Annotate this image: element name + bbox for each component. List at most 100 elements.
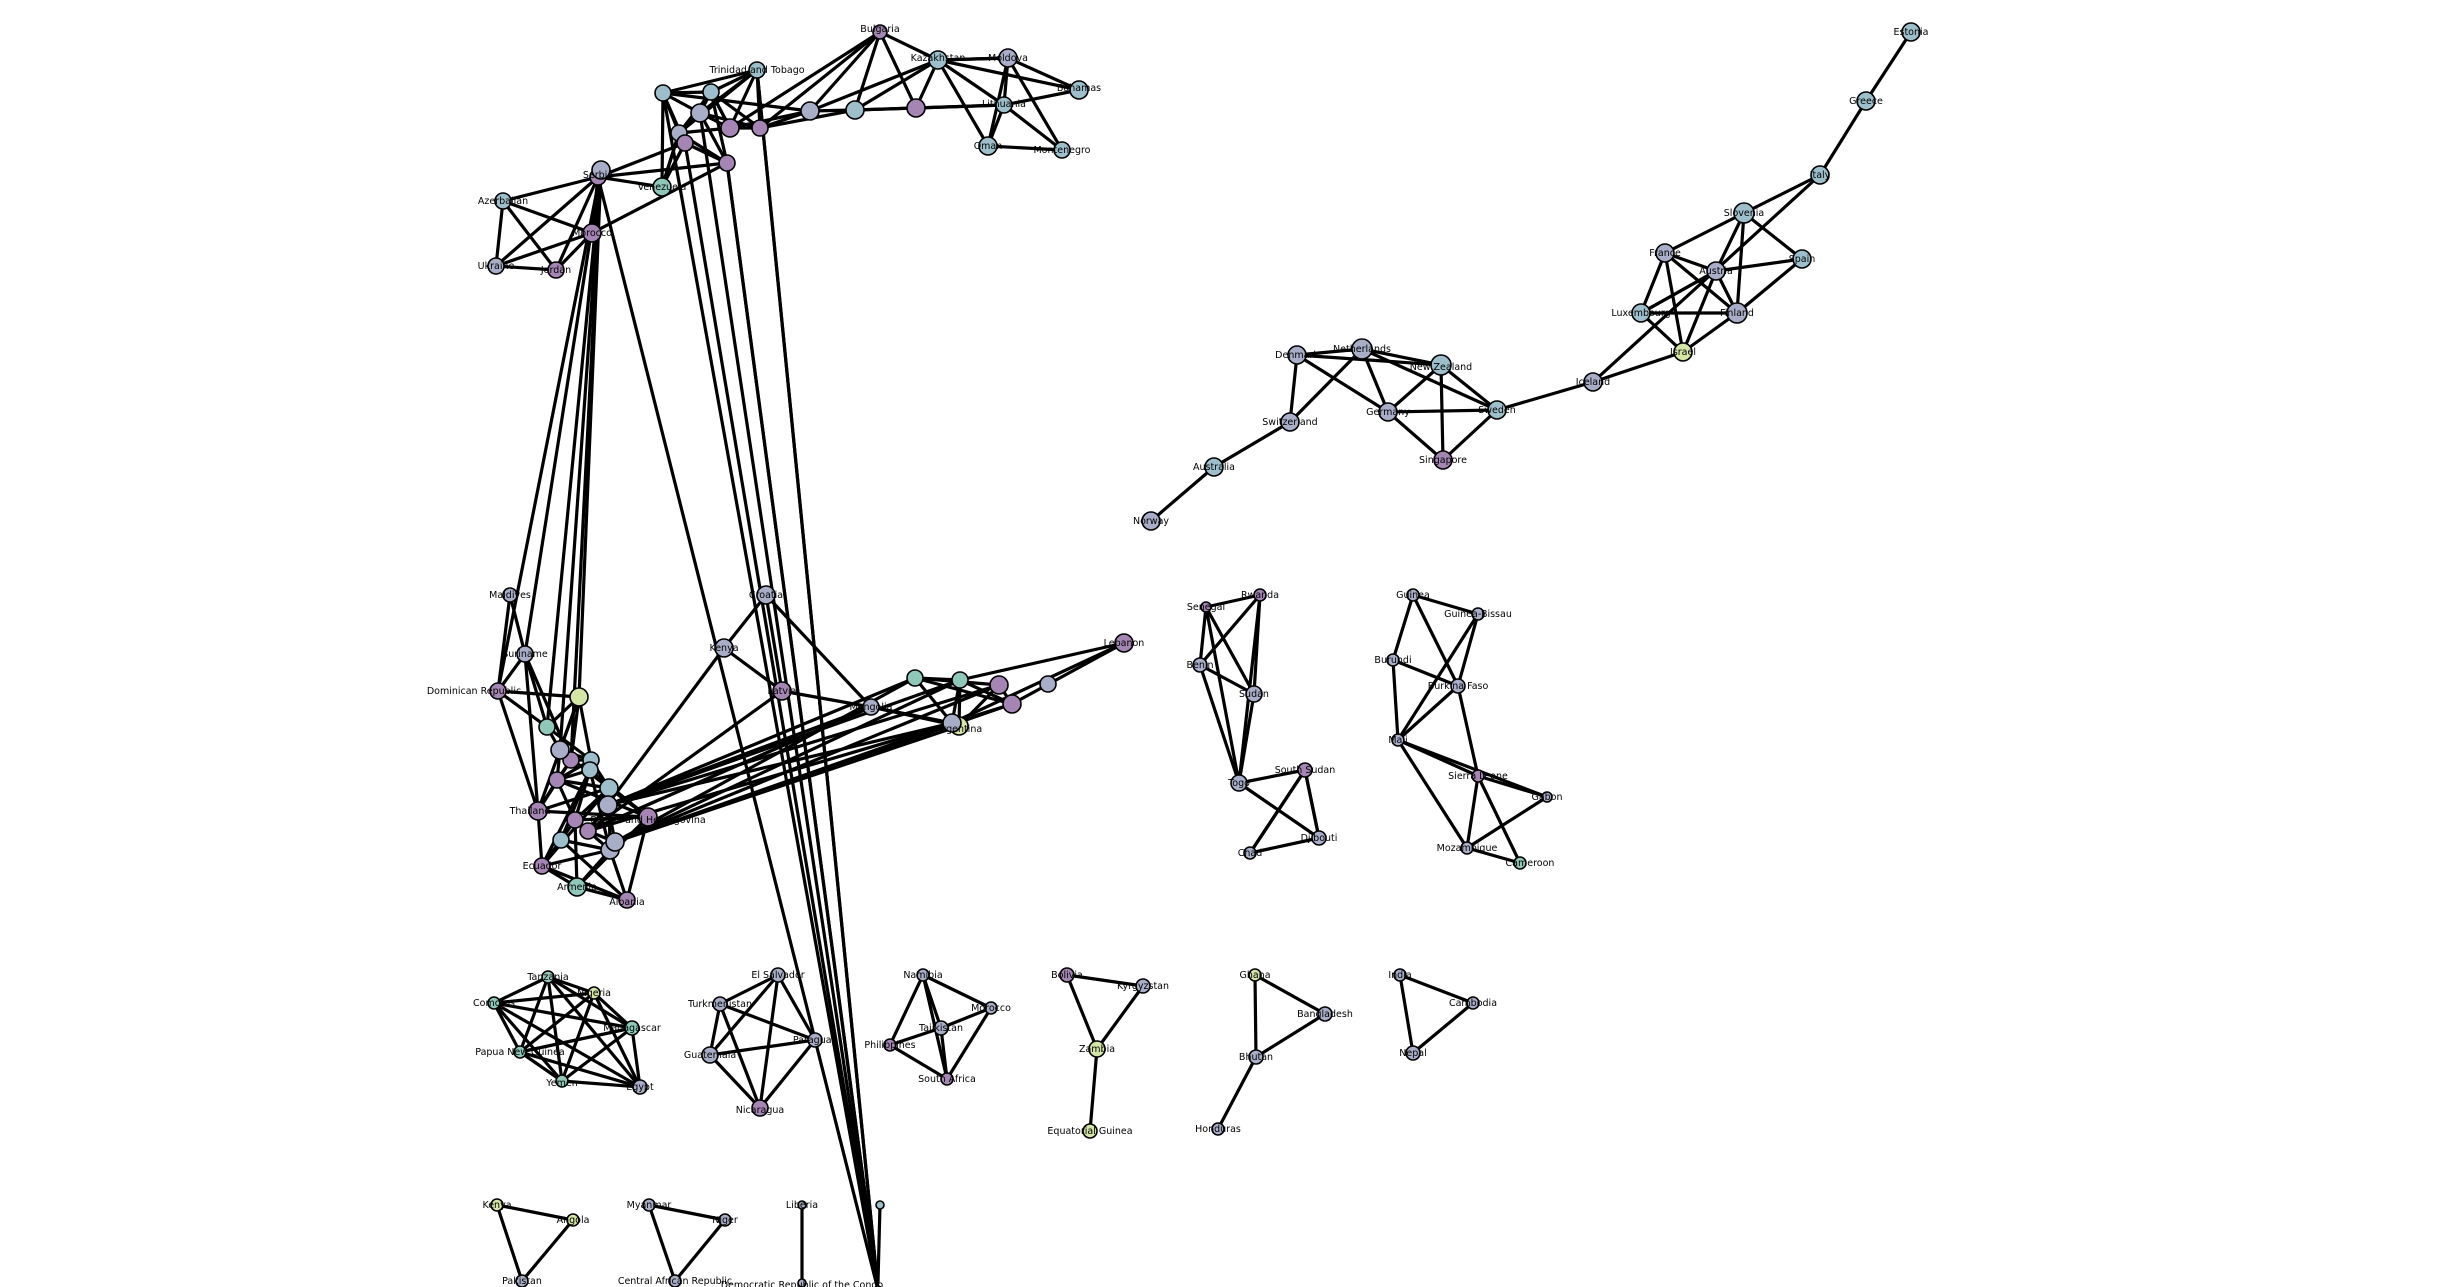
- node-austria[interactable]: [1706, 261, 1726, 281]
- node-node-103[interactable]: [654, 84, 672, 102]
- node-cambodia[interactable]: [1466, 996, 1480, 1010]
- node-netherlands[interactable]: [1351, 338, 1373, 360]
- node-node-122[interactable]: [581, 761, 599, 779]
- node-egypt[interactable]: [632, 1079, 648, 1095]
- node-latvia[interactable]: [772, 681, 792, 701]
- node-philippines[interactable]: [883, 1038, 897, 1052]
- node-tanzania[interactable]: [541, 970, 555, 984]
- node-central-african-republic[interactable]: [668, 1274, 682, 1287]
- node-node-109[interactable]: [845, 100, 865, 120]
- node-nicaragua[interactable]: [751, 1099, 769, 1117]
- node-senegal[interactable]: [1253, 588, 1267, 602]
- node-norway[interactable]: [1141, 511, 1161, 531]
- node-nigeria[interactable]: [587, 986, 601, 1000]
- node-oman[interactable]: [978, 136, 998, 156]
- node-democratic-republic-of-the-congo[interactable]: [797, 1278, 807, 1287]
- node-nepal[interactable]: [1405, 1045, 1421, 1061]
- node-madagascar[interactable]: [624, 1020, 640, 1036]
- node-node-132[interactable]: [989, 675, 1009, 695]
- node-mongolia[interactable]: [862, 698, 880, 716]
- node-dominican-republic[interactable]: [489, 682, 507, 700]
- node-node-126[interactable]: [579, 822, 597, 840]
- node-ukraine[interactable]: [487, 257, 505, 275]
- node-kenya[interactable]: [490, 1198, 504, 1212]
- node-chad[interactable]: [1243, 846, 1257, 860]
- node-lithuania[interactable]: [995, 96, 1013, 114]
- node-albania[interactable]: [618, 891, 636, 909]
- node-croatia[interactable]: [756, 585, 776, 605]
- node-trinidad-and-tobago[interactable]: [748, 61, 766, 79]
- node-bulgaria[interactable]: [872, 24, 888, 40]
- node-spain[interactable]: [1792, 249, 1812, 269]
- node-mozambique[interactable]: [1460, 841, 1474, 855]
- node-singapore[interactable]: [1433, 450, 1453, 470]
- node-niger[interactable]: [718, 1213, 732, 1227]
- node-node-114[interactable]: [591, 160, 611, 180]
- node-comoros[interactable]: [487, 996, 501, 1010]
- node-denmark[interactable]: [1287, 345, 1307, 365]
- node-suriname[interactable]: [516, 645, 534, 663]
- node-node-113[interactable]: [718, 154, 736, 172]
- node-myanmar[interactable]: [642, 1198, 656, 1212]
- node-angola[interactable]: [566, 1213, 580, 1227]
- node-south-sudan[interactable]: [1297, 762, 1313, 778]
- node-node-118[interactable]: [550, 740, 570, 760]
- node-kazakhstan[interactable]: [928, 50, 948, 70]
- node-node-123[interactable]: [566, 811, 584, 829]
- node-italy[interactable]: [1810, 165, 1830, 185]
- node-liberia[interactable]: [797, 1200, 807, 1210]
- node-node-106[interactable]: [720, 118, 740, 138]
- node-sudan[interactable]: [1245, 685, 1263, 703]
- node-zambia[interactable]: [1088, 1040, 1106, 1058]
- node-node-104[interactable]: [690, 103, 710, 123]
- node-benin[interactable]: [1192, 657, 1208, 673]
- node-node-115[interactable]: [538, 718, 556, 736]
- node-node-112[interactable]: [676, 134, 694, 152]
- node-togo[interactable]: [1230, 774, 1248, 792]
- node-honduras[interactable]: [1211, 1122, 1225, 1136]
- node-moldova[interactable]: [998, 48, 1018, 68]
- node-node-120[interactable]: [548, 771, 566, 789]
- node-node-121[interactable]: [599, 778, 619, 798]
- node-kyrgyzstan[interactable]: [1135, 978, 1151, 994]
- node-burkina-faso[interactable]: [1450, 678, 1466, 694]
- node-maldives[interactable]: [502, 587, 518, 603]
- node-australia[interactable]: [1204, 457, 1224, 477]
- node-slovenia[interactable]: [1733, 202, 1755, 224]
- node-ghana[interactable]: [1248, 968, 1262, 982]
- node-papua-new-guinea[interactable]: [513, 1045, 527, 1059]
- node-equatorial-guinea[interactable]: [1082, 1123, 1098, 1139]
- node-montenegro[interactable]: [1053, 141, 1071, 159]
- node-new-zealand[interactable]: [1430, 354, 1452, 376]
- node-node-105[interactable]: [702, 83, 720, 101]
- node-morocco[interactable]: [984, 1001, 998, 1015]
- node-node-116[interactable]: [569, 687, 589, 707]
- node-node-108[interactable]: [800, 101, 820, 121]
- node-bahamas[interactable]: [1069, 80, 1089, 100]
- node-guinea-bissau[interactable]: [1471, 607, 1485, 621]
- node-sierra-leone[interactable]: [1471, 769, 1485, 783]
- node-node-130[interactable]: [951, 671, 969, 689]
- node-turkmenistan[interactable]: [712, 996, 728, 1012]
- node-guatemala[interactable]: [701, 1046, 719, 1064]
- node-node-125[interactable]: [552, 831, 570, 849]
- node-estonia[interactable]: [1901, 22, 1921, 42]
- node-node-127[interactable]: [598, 795, 618, 815]
- node-south-africa[interactable]: [940, 1072, 954, 1086]
- node-sweden[interactable]: [1487, 400, 1507, 420]
- node-burundi[interactable]: [1386, 653, 1400, 667]
- node-thailand[interactable]: [528, 801, 548, 821]
- node-finland[interactable]: [1726, 302, 1748, 324]
- node-morocco[interactable]: [582, 223, 602, 243]
- node-bosnia-and-herzegovina[interactable]: [638, 807, 658, 827]
- node-paraguay[interactable]: [807, 1032, 823, 1048]
- node-node-110[interactable]: [906, 98, 926, 118]
- node-node-129[interactable]: [906, 669, 924, 687]
- node-gabon[interactable]: [1541, 791, 1553, 803]
- node-bhutan[interactable]: [1248, 1049, 1264, 1065]
- node-node-133[interactable]: [1002, 694, 1022, 714]
- node-namibia[interactable]: [916, 968, 930, 982]
- node-jordan[interactable]: [547, 261, 565, 279]
- node-pakistan[interactable]: [515, 1274, 529, 1287]
- node-kenya[interactable]: [714, 638, 734, 658]
